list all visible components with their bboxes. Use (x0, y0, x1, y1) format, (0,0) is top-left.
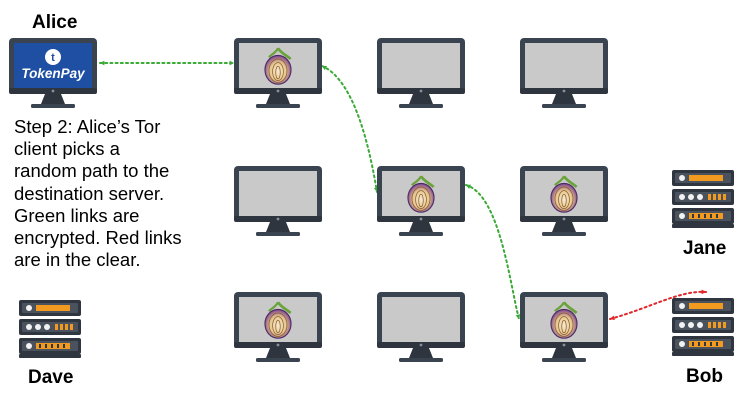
label-dave: Dave (28, 367, 74, 388)
label-bob: Bob (686, 366, 723, 387)
link-arrowhead (229, 60, 234, 66)
label-jane: Jane (683, 238, 727, 259)
server-bob (672, 298, 734, 356)
relay-computer-r7 (234, 292, 322, 362)
link-r1-r5 (321, 65, 378, 193)
relay-computer-r1 (234, 38, 322, 108)
link-arrowhead (515, 314, 521, 319)
relay-computer-r2 (377, 38, 465, 108)
link-arrowhead (701, 289, 706, 295)
label-alice: Alice (32, 12, 78, 33)
relay-computer-r3 (520, 38, 608, 108)
link-r9-bob (609, 290, 707, 320)
step-description: Step 2: Alice’s Tor client picks a rando… (14, 116, 182, 271)
link-arrowhead (100, 60, 105, 66)
server-dave (19, 300, 81, 358)
relay-computer-r6 (520, 166, 608, 236)
relay-computer-r5 (377, 166, 465, 236)
link-arrowhead (322, 65, 327, 71)
tokenpay-brand-text: TokenPay (21, 66, 86, 81)
server-jane (672, 170, 734, 228)
tokenpay-logo-glyph: t (51, 52, 55, 64)
relay-computer-r4 (234, 166, 322, 236)
link-r5-r9 (465, 184, 520, 320)
relay-computer-r8 (377, 292, 465, 362)
link-arrowhead (466, 184, 471, 189)
tokenpay-logo-icon (45, 49, 61, 65)
link-arrowhead (610, 315, 615, 321)
relay-computer-r9 (520, 292, 608, 362)
